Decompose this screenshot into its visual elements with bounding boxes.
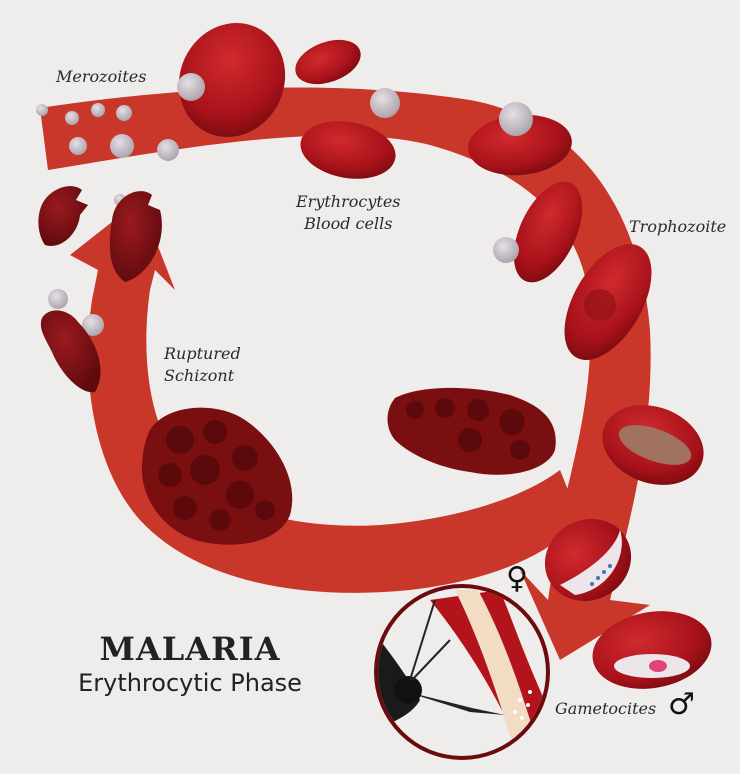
- label-ruptured-line2: Schizont: [164, 366, 235, 385]
- female-symbol-icon: ♀: [506, 561, 528, 596]
- erythrocyte-cells: [178, 23, 652, 360]
- ruptured-schizont: [141, 407, 293, 545]
- label-erythrocytes-line2: Blood cells: [304, 214, 393, 233]
- page-subtitle: Erythrocytic Phase: [78, 669, 302, 697]
- label-ruptured-schizont: Ruptured Schizont: [164, 343, 241, 387]
- gametocyte-cell-female: [544, 518, 632, 602]
- gametocyte-cell: [602, 405, 704, 485]
- label-trophozoite: Trophozoite: [629, 217, 727, 236]
- male-symbol-icon: ♂: [668, 687, 695, 722]
- red-blood-cell: [468, 114, 572, 176]
- schizont-cells: [141, 387, 556, 545]
- label-erythrocytes-line1: Erythrocytes: [296, 192, 401, 211]
- label-ruptured-line1: Ruptured: [164, 344, 241, 363]
- label-merozoites: Merozoites: [56, 67, 147, 86]
- red-blood-cell: [178, 23, 286, 137]
- red-blood-cell: [295, 39, 361, 85]
- label-gametocites: Gametocites: [555, 699, 657, 718]
- red-blood-cell: [300, 121, 396, 179]
- title-block: MALARIA Erythrocytic Phase: [40, 630, 340, 698]
- gametocyte-cell-male: [592, 611, 712, 689]
- gametocyte-cells: [544, 405, 712, 689]
- red-blood-cell: [513, 181, 583, 283]
- schizont: [387, 387, 556, 475]
- label-erythrocytes: Erythrocytes Blood cells: [296, 191, 401, 235]
- merozoite-parasites: [36, 73, 533, 336]
- ruptured-cells: [38, 186, 162, 393]
- page-title: MALARIA: [99, 630, 281, 668]
